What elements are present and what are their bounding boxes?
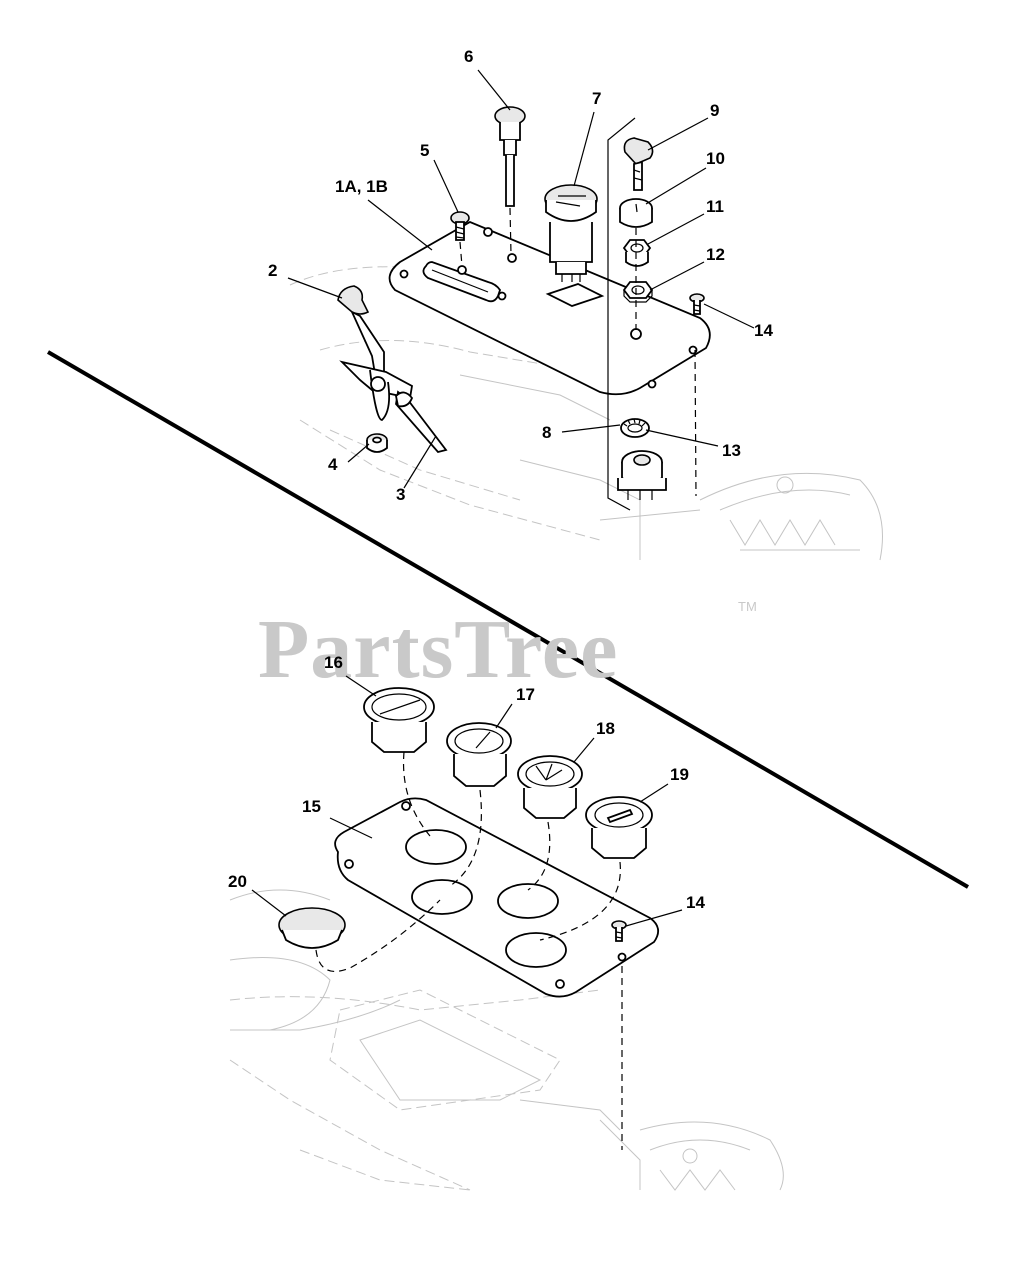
ignition-inset-frame bbox=[607, 117, 636, 511]
callout-14-bottom: 14 bbox=[686, 893, 705, 912]
callout-16: 16 bbox=[324, 653, 343, 672]
hole-plug bbox=[278, 907, 346, 949]
gauge-18 bbox=[517, 755, 583, 819]
screw-axis-line bbox=[694, 349, 697, 497]
callout-7: 7 bbox=[592, 89, 601, 108]
callout-9: 9 bbox=[710, 101, 719, 120]
ignition-key bbox=[623, 137, 654, 191]
panel-bolt bbox=[450, 211, 470, 267]
gauge-19 bbox=[585, 796, 653, 859]
callout-13: 13 bbox=[722, 441, 741, 460]
routing-lines-bottom bbox=[315, 751, 623, 1150]
leader-lines-top bbox=[287, 69, 755, 489]
switch-nut bbox=[622, 281, 654, 303]
callout-20: 20 bbox=[228, 872, 247, 891]
pto-switch bbox=[544, 184, 598, 282]
callout-10: 10 bbox=[706, 149, 725, 168]
gauge-panel-plate bbox=[334, 797, 660, 998]
callout-17: 17 bbox=[516, 685, 535, 704]
divider-line bbox=[46, 350, 970, 889]
callout-19: 19 bbox=[670, 765, 689, 784]
ignition-switch bbox=[617, 450, 667, 500]
callout-15: 15 bbox=[302, 797, 321, 816]
callout-2: 2 bbox=[268, 261, 277, 280]
callout-11: 11 bbox=[706, 197, 724, 216]
callout-labels: 6 7 9 10 5 1A, 1B 11 12 2 14 8 13 4 3 16… bbox=[228, 47, 773, 912]
throttle-lever bbox=[337, 285, 448, 454]
lever-nut bbox=[366, 433, 388, 453]
control-panel-plate bbox=[388, 220, 711, 396]
callout-12: 12 bbox=[706, 245, 725, 264]
lock-washer bbox=[620, 418, 650, 438]
callout-14-top: 14 bbox=[754, 321, 773, 340]
panel-screw-top bbox=[689, 293, 705, 315]
callout-5: 5 bbox=[420, 141, 429, 160]
callout-3: 3 bbox=[396, 485, 405, 504]
leader-lines-bottom bbox=[251, 675, 683, 927]
watermark-trademark: TM bbox=[738, 599, 757, 614]
panel-screw-bottom bbox=[611, 920, 627, 942]
callout-6: 6 bbox=[464, 47, 473, 66]
switch-bezel bbox=[622, 239, 652, 267]
choke-knob bbox=[494, 106, 526, 255]
key-cap bbox=[619, 198, 653, 228]
background-outline-bottom bbox=[229, 889, 784, 1191]
callout-8: 8 bbox=[542, 423, 551, 442]
gauge-17 bbox=[446, 722, 512, 787]
watermark-text: PartsTree bbox=[258, 603, 618, 696]
gauge-16 bbox=[363, 687, 435, 753]
callout-18: 18 bbox=[596, 719, 615, 738]
callout-1a-1b: 1A, 1B bbox=[335, 177, 388, 196]
callout-4: 4 bbox=[328, 455, 338, 474]
